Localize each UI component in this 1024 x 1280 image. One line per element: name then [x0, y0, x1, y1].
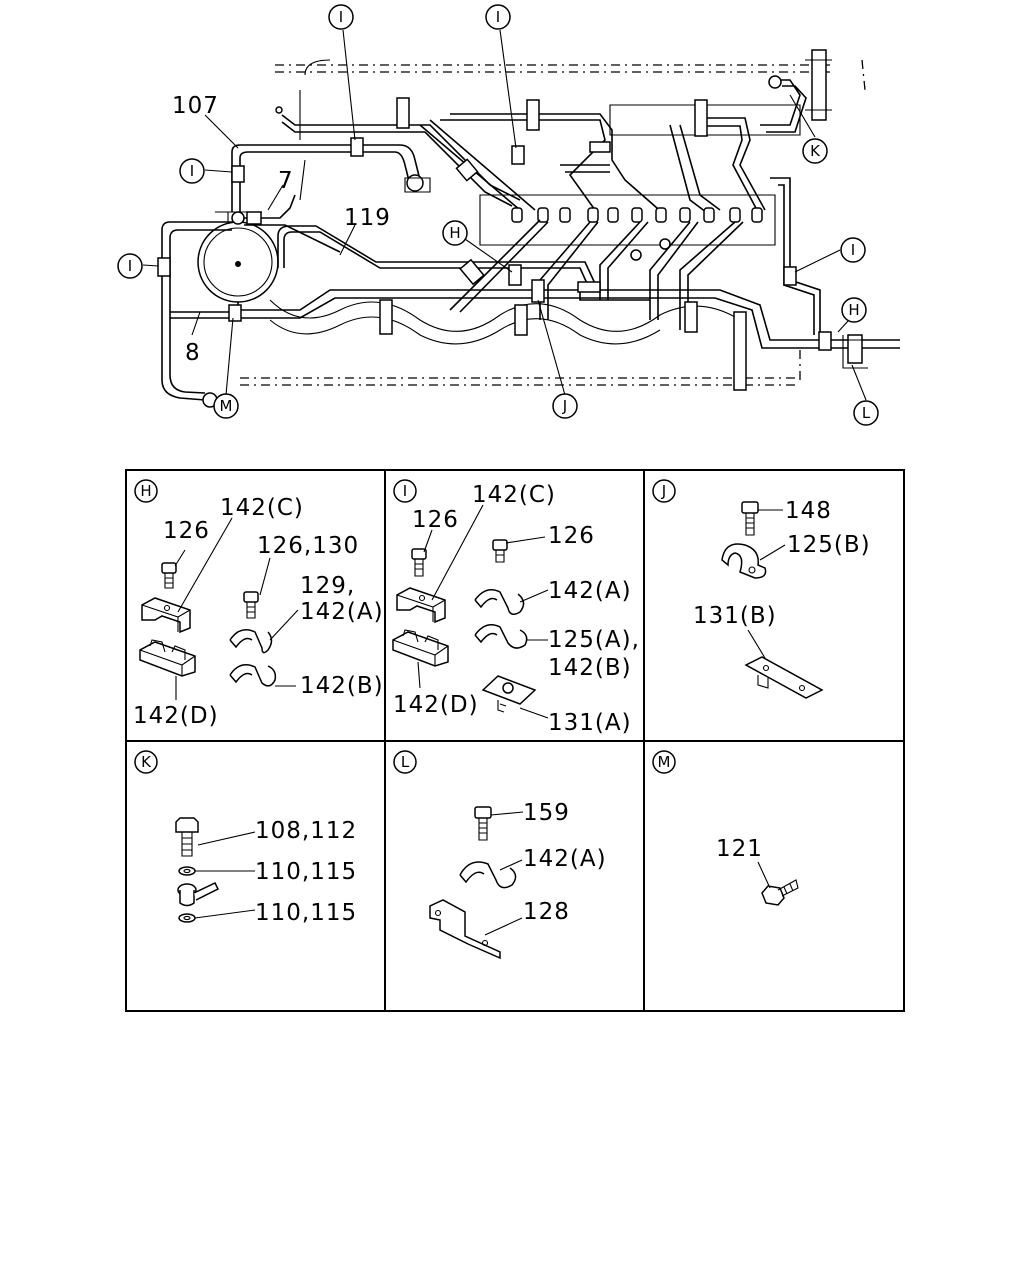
label-142A: 142(A) — [523, 846, 607, 872]
callout-I-1: I — [328, 4, 354, 30]
panel-J: J 148 125(B) 131(B) — [652, 479, 871, 699]
callout-letter: I — [190, 162, 194, 180]
callout-letter: I — [496, 8, 500, 26]
label-110-115-lower: 110,115 — [255, 900, 357, 926]
label-142A: 142(A) — [548, 578, 632, 604]
label-126-130: 126,130 — [257, 533, 359, 559]
label-142A: 142(A) — [300, 599, 384, 625]
panel-letter: H — [140, 482, 151, 500]
label-125B: 125(B) — [787, 532, 871, 558]
panel-H: H 126 142(C) 126,130 129, 142(A) 142(B) … — [133, 479, 384, 729]
panel-letter: J — [661, 482, 666, 500]
injection-nozzle-ports — [511, 207, 763, 223]
callout-I-5: I — [840, 237, 866, 263]
label-128: 128 — [523, 899, 570, 925]
label-142D: 142(D) — [133, 703, 219, 729]
callout-letter: H — [848, 301, 859, 319]
panel-letter: K — [141, 753, 152, 771]
label-131A: 131(A) — [548, 710, 632, 736]
label-125A: 125(A), — [548, 627, 640, 653]
label-159: 159 — [523, 800, 570, 826]
panel-I: I 126 142(C) 126 142(A) 125(A), 142(B) 1… — [392, 479, 640, 736]
callout-H-2: H — [442, 220, 468, 246]
callout-I-3: I — [179, 158, 205, 184]
panel-letter: I — [403, 482, 407, 500]
detail-panel-grid — [125, 469, 905, 1012]
callout-letter: I — [851, 241, 855, 259]
callout-I-4: I — [117, 253, 143, 279]
callout-K: K — [802, 138, 828, 164]
callout-letter: H — [449, 224, 460, 242]
label-148: 148 — [785, 498, 832, 524]
label-142B: 142(B) — [548, 655, 632, 681]
callout-M: M — [213, 393, 239, 419]
callout-J: J — [552, 393, 578, 419]
label-142C: 142(C) — [220, 495, 304, 521]
label-142D: 142(D) — [393, 692, 479, 718]
callout-letter: I — [339, 8, 343, 26]
label-131B: 131(B) — [693, 603, 777, 629]
engine-piping-drawing: I I I I I K H H — [117, 4, 900, 426]
label-126: 126 — [163, 518, 210, 544]
part-number-119: 119 — [344, 205, 391, 231]
label-126-left: 126 — [412, 507, 459, 533]
callout-letter: K — [810, 142, 821, 160]
panel-letter: L — [401, 753, 410, 771]
panel-letter: M — [658, 753, 671, 771]
label-142C: 142(C) — [472, 482, 556, 508]
label-121: 121 — [716, 836, 763, 862]
panel-M: M 121 — [652, 750, 799, 906]
label-108-112: 108,112 — [255, 818, 357, 844]
label-110-115-upper: 110,115 — [255, 859, 357, 885]
panel-L: L 159 142(A) 128 — [393, 750, 607, 960]
callout-I-2: I — [485, 4, 511, 30]
part-number-7: 7 — [278, 168, 294, 194]
label-142B: 142(B) — [300, 673, 384, 699]
label-129: 129, — [300, 573, 355, 599]
part-number-8: 8 — [185, 340, 201, 366]
callout-H-1: H — [841, 297, 867, 323]
pipe-clamps — [157, 97, 868, 391]
callout-L: L — [853, 400, 879, 426]
callout-letter: L — [862, 404, 871, 422]
callout-letter: J — [562, 397, 567, 415]
callout-letter: I — [128, 257, 132, 275]
panel-K: K 108,112 110,115 110,115 — [134, 750, 357, 926]
part-number-107: 107 — [172, 93, 219, 119]
label-126-right: 126 — [548, 523, 595, 549]
callout-letter: M — [220, 397, 233, 415]
